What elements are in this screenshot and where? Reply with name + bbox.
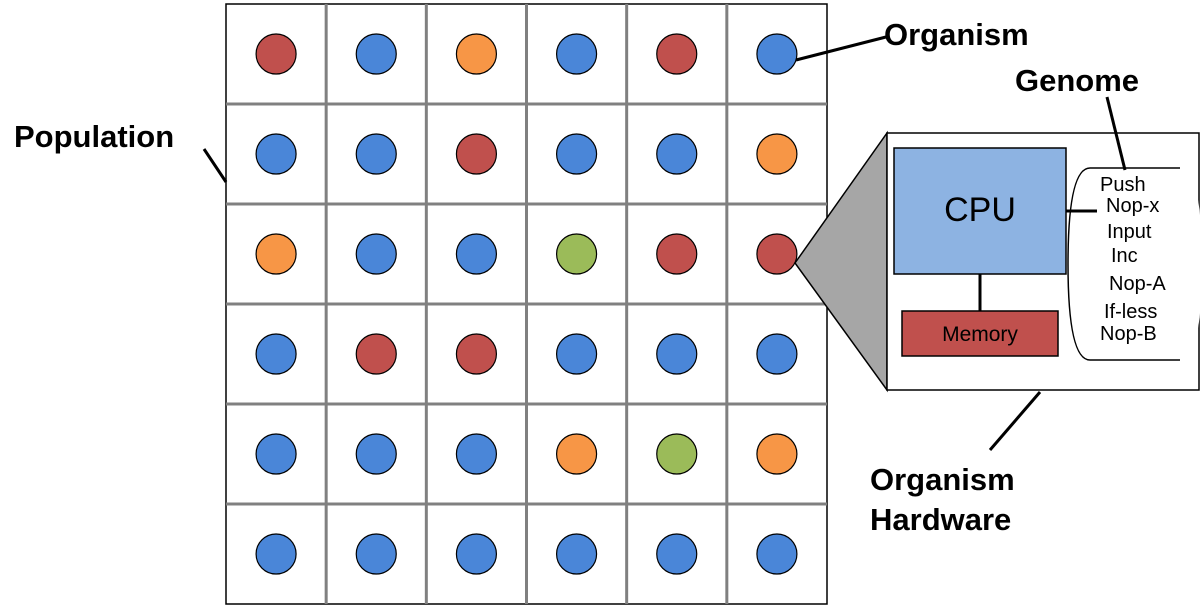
genome-label: Genome — [1015, 63, 1139, 98]
organism-pointer — [795, 35, 887, 62]
organism-dot-blue — [255, 333, 297, 375]
hardware-label-line1: Organism — [870, 462, 1015, 497]
genome-instruction: Inc — [1111, 245, 1138, 267]
genome-instruction: Nop-A — [1109, 273, 1166, 295]
organism-dot-blue — [555, 133, 598, 175]
organism-dot-blue — [255, 433, 297, 475]
organism-dot-red — [255, 33, 297, 75]
organism-dot-blue — [255, 533, 297, 575]
cpu-block — [893, 147, 1067, 275]
organism-dot-red — [656, 233, 698, 275]
organism-dot-blue — [555, 33, 598, 75]
organism-dot-red — [455, 133, 498, 175]
genome-instruction: Push — [1100, 174, 1146, 196]
organism-dot-blue — [355, 33, 397, 75]
organism-dot-blue — [355, 433, 397, 475]
genome-instruction: Nop-x — [1106, 195, 1159, 217]
organism-dot-blue — [756, 533, 798, 575]
organism-dot-blue — [455, 233, 498, 275]
genome-instruction: Input — [1107, 221, 1152, 243]
organism-dot-blue — [756, 33, 798, 75]
organism-dot-orange — [455, 33, 498, 75]
organism-dot-blue — [555, 333, 598, 375]
organism-dot-blue — [255, 133, 297, 175]
organism-dot-green — [656, 433, 698, 475]
organism-dot-red — [656, 33, 698, 75]
genome-scroll-back — [1067, 167, 1091, 361]
organism-dot-blue — [555, 533, 598, 575]
genome-instruction: If-less — [1104, 301, 1157, 323]
genome-instruction: Nop-B — [1100, 323, 1157, 345]
organism-dot-orange — [255, 233, 297, 275]
organism-dot-blue — [455, 533, 498, 575]
organism-dot-blue — [355, 533, 397, 575]
organism-dot-orange — [555, 433, 598, 475]
organism-dot-blue — [756, 333, 798, 375]
organism-dot-red — [355, 333, 397, 375]
organism-dot-red — [756, 233, 798, 275]
memory-label: Memory — [942, 323, 1018, 346]
organism-dot-orange — [756, 133, 798, 175]
organism-dot-blue — [355, 233, 397, 275]
population-grid — [225, 3, 828, 605]
organism-dot-blue — [455, 433, 498, 475]
organism-label: Organism — [884, 17, 1029, 52]
organism-dot-red — [455, 333, 498, 375]
memory-block — [901, 310, 1059, 357]
organism-dot-blue — [656, 133, 698, 175]
hardware-label-line2: Hardware — [870, 502, 1011, 537]
genome-scroll-edges — [1090, 167, 1180, 361]
genome-pointer — [1105, 96, 1127, 171]
organism-dot-orange — [756, 433, 798, 475]
organism-cells — [255, 33, 798, 575]
genome-scroll-face — [1090, 168, 1202, 360]
population-pointer — [202, 148, 228, 183]
organism-dot-green — [555, 233, 598, 275]
organism-dot-blue — [355, 133, 397, 175]
hardware-pointer — [988, 391, 1042, 451]
organism-dot-blue — [656, 533, 698, 575]
organism-dot-blue — [656, 333, 698, 375]
cpu-label: CPU — [944, 191, 1016, 229]
population-label: Population — [14, 119, 174, 154]
grid-lines — [226, 4, 827, 604]
